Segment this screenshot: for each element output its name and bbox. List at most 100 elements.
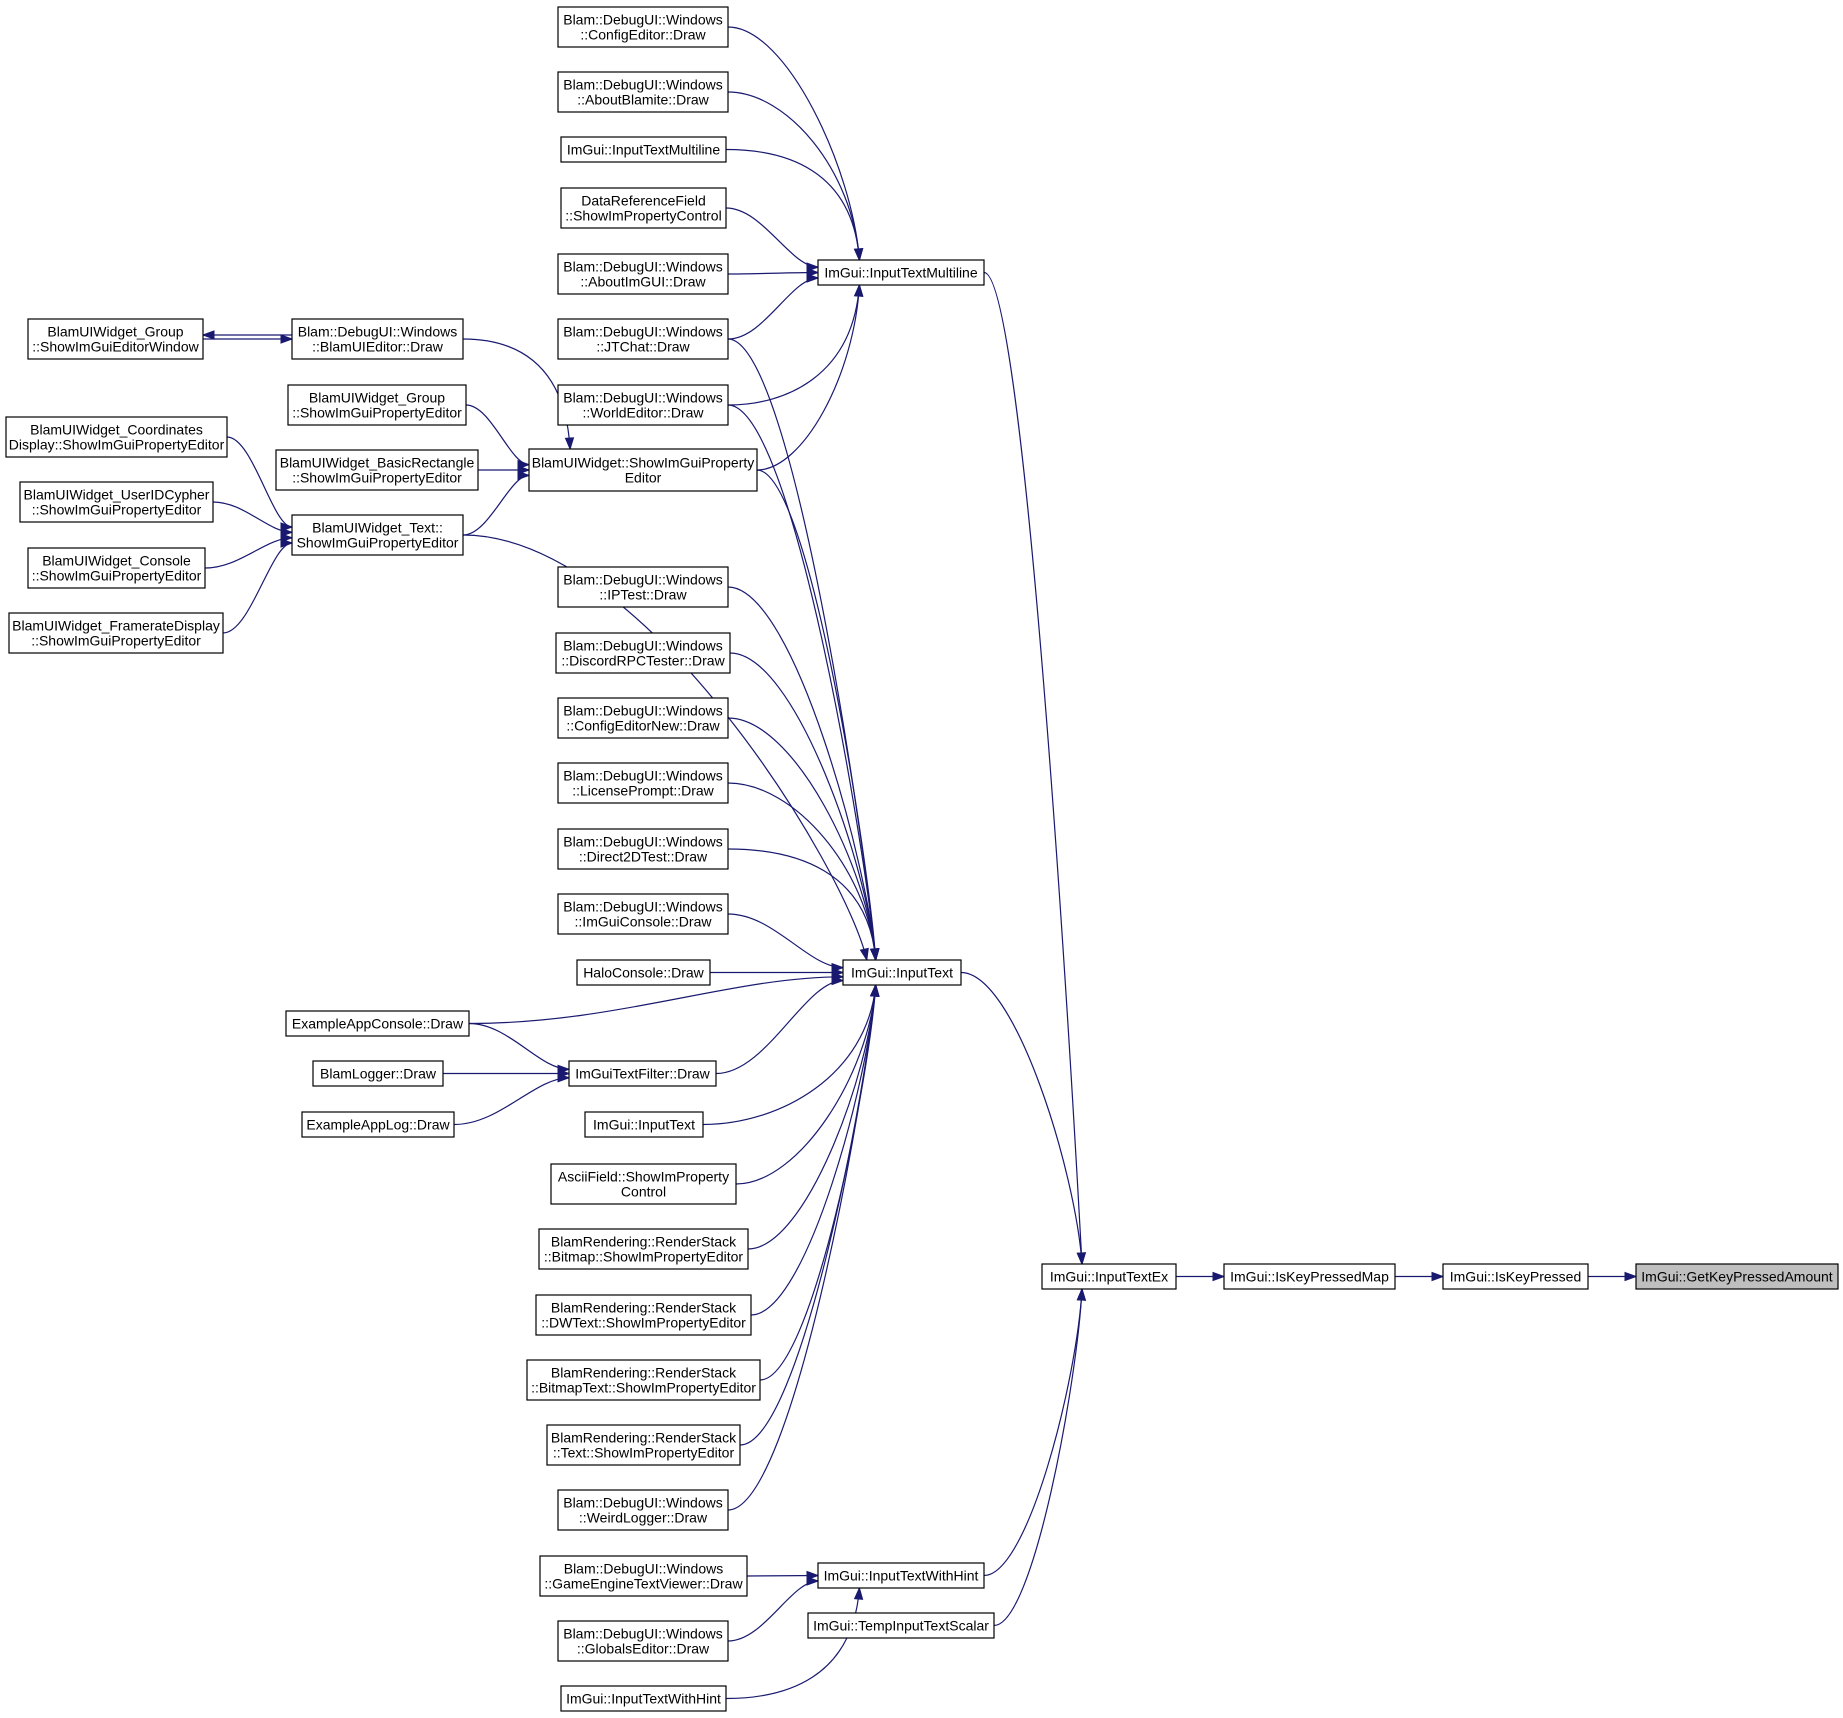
node-box (557, 6, 729, 48)
nodes-layer: ImGui::GetKeyPressedAmount ImGui::IsKeyPr… (5, 6, 1839, 1712)
edge-haloconsole-to-inputtext_mid (710, 967, 845, 978)
edge-framerate-to-text_widget (222, 538, 294, 634)
node-aboutimgui[interactable]: Blam::DebugUI::Windows::AboutImGUI::Draw (557, 253, 729, 295)
node-label: ::JTChat::Draw (596, 339, 690, 355)
node-box (538, 1228, 749, 1270)
node-inputtextmultiline-left[interactable]: ImGui::InputTextMultiline (560, 136, 727, 163)
node-label: BlamLogger::Draw (320, 1066, 437, 1082)
node-inputtextmultiline-mid[interactable]: ImGui::InputTextMultiline (817, 259, 985, 286)
arrow-head-icon (831, 975, 845, 986)
node-label: ::ShowImGuiEditorWindow (32, 339, 199, 355)
node-rs-bitmap[interactable]: BlamRendering::RenderStack::Bitmap::Show… (538, 1228, 749, 1270)
node-aboutblamite[interactable]: Blam::DebugUI::Windows::AboutBlamite::Dr… (557, 71, 729, 113)
node-datareferencefield[interactable]: DataReferenceField::ShowImPropertyContro… (560, 187, 727, 229)
node-getkey[interactable]: ImGui::GetKeyPressedAmount (1635, 1263, 1839, 1290)
node-label: ::Direct2DTest::Draw (579, 849, 708, 865)
node-basicrect[interactable]: BlamUIWidget_BasicRectangle::ShowImGuiPr… (275, 449, 479, 491)
edge-jtchat-to-inputtext_mid (727, 338, 880, 962)
edge-jtchat-to-inputtextmultiline_mid (727, 273, 820, 340)
node-blamuiwidget-sipe[interactable]: BlamUIWidget::ShowImGuiPropertyEditor (528, 448, 758, 492)
node-box (275, 449, 479, 491)
edge-line (727, 586, 877, 961)
node-label: BlamRendering::RenderStack (551, 1234, 737, 1250)
node-inputtext-left[interactable]: ImGui::InputText (584, 1111, 704, 1138)
edge-text_widget-to-blamuiwidget_sipe (462, 470, 531, 536)
node-jtchat[interactable]: Blam::DebugUI::Windows::JTChat::Draw (557, 318, 729, 360)
edge-inputtext_mid-to-inputtextex (960, 971, 1086, 1266)
node-rs-text[interactable]: BlamRendering::RenderStack::Text::ShowIm… (546, 1424, 741, 1466)
node-label: BlamRendering::RenderStack (551, 1300, 737, 1316)
node-box (557, 893, 729, 935)
node-worldeditor[interactable]: Blam::DebugUI::Windows::WorldEditor::Dra… (557, 384, 729, 426)
node-haloconsole[interactable]: HaloConsole::Draw (576, 959, 711, 986)
edge-line (226, 436, 293, 528)
node-imguiconsole[interactable]: Blam::DebugUI::Windows::ImGuiConsole::Dr… (557, 893, 729, 935)
node-rs-bitmaptext[interactable]: BlamRendering::RenderStack::BitmapText::… (526, 1359, 761, 1401)
node-coords[interactable]: BlamUIWidget_CoordinatesDisplay::ShowImG… (5, 416, 228, 458)
node-inputtextwithhint-left[interactable]: ImGui::InputTextWithHint (560, 1685, 727, 1712)
node-exampleappconsole[interactable]: ExampleAppConsole::Draw (285, 1010, 470, 1037)
edge-line (735, 984, 877, 1185)
node-blamlogger[interactable]: BlamLogger::Draw (312, 1060, 444, 1087)
node-box (27, 547, 206, 589)
node-console-widget[interactable]: BlamUIWidget_Console::ShowImGuiPropertyE… (27, 547, 206, 589)
node-label: ::LicensePrompt::Draw (572, 783, 714, 799)
edge-line (702, 984, 877, 1126)
node-direct2dtest[interactable]: Blam::DebugUI::Windows::Direct2DTest::Dr… (557, 828, 729, 870)
node-group-prop[interactable]: BlamUIWidget_Group::ShowImGuiPropertyEdi… (287, 384, 467, 426)
node-weirdlogger[interactable]: Blam::DebugUI::Windows::WeirdLogger::Dra… (557, 1489, 729, 1531)
node-label: Blam::DebugUI::Windows (564, 1561, 724, 1577)
edge-line (727, 91, 860, 261)
edge-inputtextwithhint_mid-to-inputtextex (983, 1287, 1087, 1577)
node-label: ::ShowImGuiPropertyEditor (292, 470, 462, 486)
node-gameenginetextviewer[interactable]: Blam::DebugUI::Windows::GameEngineTextVi… (539, 1555, 748, 1597)
arrow-head-icon (280, 538, 294, 548)
node-configeditor[interactable]: Blam::DebugUI::Windows::ConfigEditor::Dr… (557, 6, 729, 48)
edge-iskeypressed-to-getkey (1587, 1271, 1638, 1282)
node-group-window[interactable]: BlamUIWidget_Group::ShowImGuiEditorWindo… (27, 318, 204, 360)
node-useridcypher[interactable]: BlamUIWidget_UserIDCypher::ShowImGuiProp… (19, 481, 214, 523)
node-box (539, 1555, 748, 1597)
node-exampleapplog[interactable]: ExampleAppLog::Draw (301, 1111, 455, 1138)
node-licenseprompt[interactable]: Blam::DebugUI::Windows::LicensePrompt::D… (557, 762, 729, 804)
node-label: Blam::DebugUI::Windows (563, 259, 723, 275)
node-label: ExampleAppLog::Draw (306, 1117, 450, 1133)
node-framerate[interactable]: BlamUIWidget_FramerateDisplay::ShowImGui… (8, 612, 224, 654)
node-label: ImGui::InputTextMultiline (824, 265, 977, 281)
node-iskeypressedmap[interactable]: ImGui::IsKeyPressedMap (1223, 1263, 1396, 1290)
node-asciifield[interactable]: AsciiField::ShowImPropertyControl (550, 1163, 737, 1205)
edge-worldeditor-to-inputtextmultiline_mid (727, 283, 864, 406)
node-inputtextex[interactable]: ImGui::InputTextEx (1041, 1263, 1177, 1290)
node-label: ExampleAppConsole::Draw (292, 1016, 464, 1032)
node-discordrpc[interactable]: Blam::DebugUI::Windows::DiscordRPCTester… (555, 632, 731, 674)
node-box (287, 384, 467, 426)
node-label: ::IPTest::Draw (599, 587, 687, 603)
node-blamuieditor[interactable]: Blam::DebugUI::Windows::BlamUIEditor::Dr… (291, 318, 464, 360)
node-box (535, 1294, 752, 1336)
node-rs-dwtext[interactable]: BlamRendering::RenderStack::DWText::Show… (535, 1294, 752, 1336)
node-inputtext-mid[interactable]: ImGui::InputText (842, 959, 962, 986)
node-iptest[interactable]: Blam::DebugUI::Windows::IPTest::Draw (557, 566, 729, 608)
node-text-widget[interactable]: BlamUIWidget_Text::ShowImGuiPropertyEdit… (291, 514, 464, 556)
node-label: DataReferenceField (581, 193, 706, 209)
node-imguitextfilter[interactable]: ImGuiTextFilter::Draw (568, 1060, 717, 1087)
node-label: ::Text::ShowImPropertyEditor (553, 1445, 735, 1461)
node-box (1442, 1263, 1589, 1290)
node-label: AsciiField::ShowImProperty (558, 1169, 729, 1185)
node-globalseditor[interactable]: Blam::DebugUI::Windows::GlobalsEditor::D… (557, 1620, 729, 1662)
node-label: ::ImGuiConsole::Draw (575, 914, 713, 930)
node-configeditornew[interactable]: Blam::DebugUI::Windows::ConfigEditorNew:… (557, 697, 729, 739)
arrow-head-icon (853, 1586, 864, 1600)
edge-exampleappconsole-to-imguitextfilter (468, 1022, 571, 1075)
edge-blamuiwidget_sipe-to-inputtext_mid (756, 469, 880, 962)
node-inputtextwithhint-mid[interactable]: ImGui::InputTextWithHint (817, 1562, 985, 1589)
edge-line (725, 148, 860, 261)
node-label: Blam::DebugUI::Windows (563, 390, 723, 406)
edge-line (725, 1587, 860, 1700)
node-iskeypressed[interactable]: ImGui::IsKeyPressed (1442, 1263, 1589, 1290)
edge-useridcypher-to-text_widget (212, 501, 294, 538)
node-tempinputtextscalar[interactable]: ImGui::TempInputTextScalar (807, 1612, 995, 1639)
node-box (557, 566, 729, 608)
node-label: ImGui::InputTextWithHint (566, 1691, 721, 1707)
edge-inputtextmultiline_mid-to-inputtextex (983, 271, 1087, 1266)
